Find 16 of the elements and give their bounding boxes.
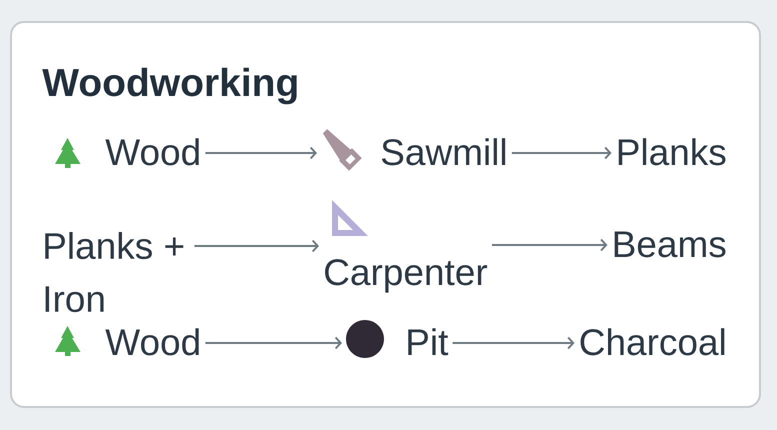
item-label: Charcoal: [580, 328, 724, 356]
item-label: Pit: [408, 328, 448, 356]
arrow: [512, 146, 612, 160]
arrow: [492, 238, 608, 252]
arrow: [205, 146, 317, 160]
card-heading: Woodworking: [42, 68, 297, 104]
item-label: Planks + Iron: [45, 232, 184, 312]
item-label: Planks: [618, 138, 726, 166]
arrow: [452, 336, 575, 350]
arrow: [194, 240, 319, 252]
item-label: Sawmill: [382, 138, 506, 166]
item-label: Wood: [105, 138, 199, 166]
item-label: Carpenter: [325, 259, 488, 293]
item-label: Wood: [105, 328, 199, 356]
item-label: Beams: [614, 232, 726, 258]
arrow: [205, 336, 342, 350]
